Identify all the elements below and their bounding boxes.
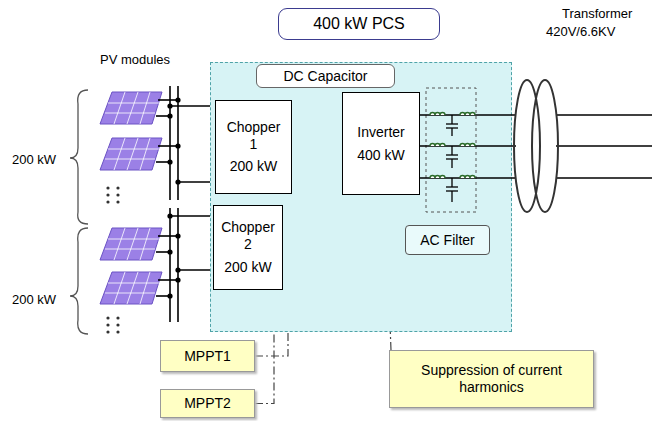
brace (70, 90, 88, 224)
group-label: PV modules (100, 52, 170, 68)
power-label: 200 kW (12, 152, 56, 168)
inverter-box: Inverter 400 kW (342, 92, 420, 195)
heading-box: 400 kW PCS (278, 8, 440, 40)
chopper-box: Chopper 2 200 kW (213, 205, 283, 290)
box-text: MPPT1 (184, 348, 231, 365)
continuation-dots (106, 186, 119, 333)
heading-text: 400 kW PCS (313, 14, 405, 33)
brace (70, 228, 88, 334)
box-text: AC Filter (420, 232, 474, 249)
pv-panels (100, 92, 162, 304)
box-text: Chopper 2 (218, 219, 278, 253)
box-text: Chopper 1 (224, 119, 284, 153)
chopper-box: Chopper 1 200 kW (215, 100, 292, 194)
box-text: MPPT2 (184, 395, 231, 412)
box-text: 400 kW (357, 147, 404, 164)
box-text: 200 kW (224, 259, 271, 276)
box-text: DC Capacitor (283, 68, 367, 85)
box-text: Suppression of current harmonics (390, 362, 593, 396)
control-box: Suppression of current harmonics (389, 350, 594, 408)
transformer-label: Transformer (562, 6, 632, 22)
label-box: AC Filter (405, 225, 490, 255)
box-text: 200 kW (230, 158, 277, 175)
pcs-region: 400 kW PCSDC CapacitorChopper 1200 kWCho… (210, 8, 512, 332)
control-box: MPPT1 (160, 340, 255, 372)
label-box: DC Capacitor (256, 64, 395, 88)
power-label: 200 kW (12, 292, 56, 308)
control-box: MPPT2 (160, 389, 255, 418)
transformer-symbol (514, 80, 558, 212)
transformer-label: 420V/6.6KV (546, 24, 615, 40)
box-text: Inverter (357, 124, 404, 141)
